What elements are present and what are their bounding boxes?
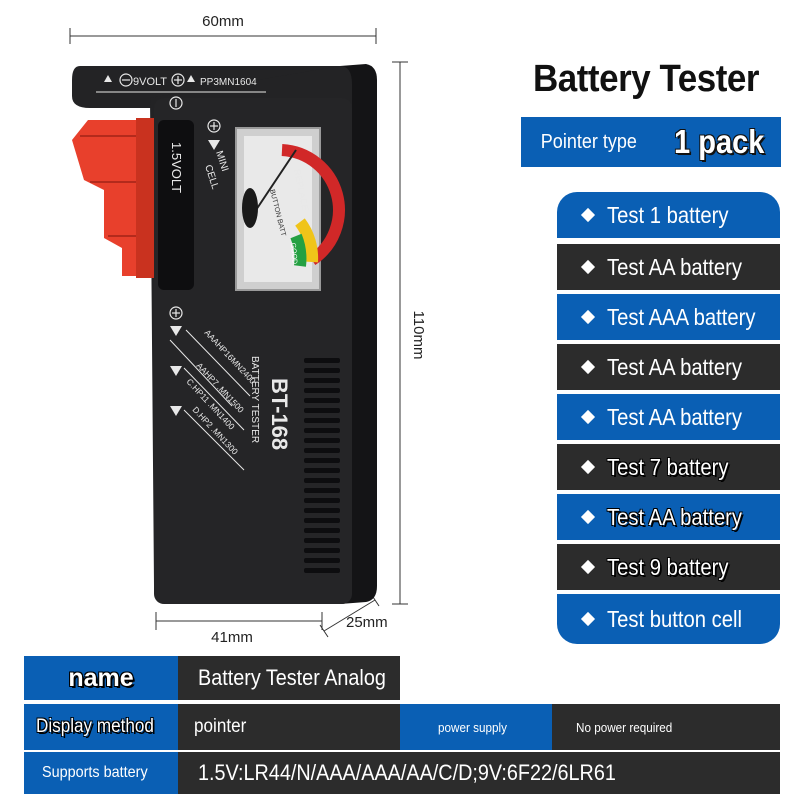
dimension-height: [392, 61, 408, 605]
diamond-bullet-icon: [580, 309, 596, 325]
diamond-bullet-icon: [580, 359, 596, 375]
spec-power-label-text: power supply: [437, 719, 507, 735]
cell-slot: [158, 120, 194, 290]
pointer-type-value: 1 pack: [674, 123, 765, 160]
label-1-5-volt: 1.5VOLT: [169, 142, 184, 193]
spec-supports-label: Supports battery: [24, 752, 178, 794]
diamond-bullet-icon: [580, 559, 596, 575]
dimension-front-label: 41mm: [211, 629, 253, 646]
battery-tester-drawing: 60mm 110mm 41mm 25mm 9VOLT PP3MN1604: [69, 13, 427, 646]
spec-name-label-text: name: [68, 663, 134, 692]
spec-power-label: power supply: [400, 704, 552, 750]
model-subtitle: BATTERY TESTER: [249, 356, 260, 443]
feature-label: Test button cell: [607, 605, 743, 632]
feature-item: Test AA battery: [557, 494, 780, 540]
spec-power-value-text: No power required: [576, 719, 673, 735]
feature-item: Test AA battery: [557, 394, 780, 440]
feature-item: Test 1 battery: [557, 192, 780, 238]
feature-item: Test 7 battery: [557, 444, 780, 490]
feature-label: Test 1 battery: [607, 201, 729, 228]
feature-label: Test 7 battery: [607, 453, 729, 480]
feature-item: Test AA battery: [557, 244, 780, 290]
spec-name-label: name: [24, 656, 178, 700]
pointer-type-bar: Pointer type 1 pack: [521, 117, 781, 167]
feature-item: Test button cell: [557, 594, 780, 644]
dimension-depth-label: 25mm: [346, 614, 388, 631]
spec-power-value: No power required: [552, 704, 780, 750]
label-pp3: PP3MN1604: [200, 77, 257, 88]
feature-item: Test AA battery: [557, 344, 780, 390]
diamond-bullet-icon: [580, 207, 596, 223]
vent-grille: [304, 358, 340, 573]
diamond-bullet-icon: [580, 611, 596, 627]
spec-supports-label-text: Supports battery: [42, 764, 148, 781]
spec-name-value-text: Battery Tester Analog: [198, 665, 386, 690]
dimension-height-label: 110mm: [410, 311, 427, 360]
feature-label: Test 9 battery: [607, 553, 729, 580]
spec-display-value: pointer: [178, 704, 400, 750]
spec-display-label: Display method: [24, 704, 178, 750]
feature-label: Test AA battery: [607, 503, 743, 530]
dimension-width-label: 60mm: [202, 13, 244, 30]
meter-window: REPLACE BUTTON BATT GOOD: [235, 127, 345, 291]
meter-good: GOOD: [289, 243, 298, 265]
spec-supports-value-text: 1.5V:LR44/N/AAA/AAA/AA/C/D;9V:6F22/6LR61: [198, 760, 616, 785]
dimension-width: [69, 28, 377, 44]
spec-display-value-text: pointer: [194, 716, 247, 737]
spec-supports-value: 1.5V:LR44/N/AAA/AAA/AA/C/D;9V:6F22/6LR61: [178, 752, 780, 794]
diamond-bullet-icon: [580, 409, 596, 425]
spec-display-label-text: Display method: [35, 716, 154, 737]
feature-label: Test AA battery: [607, 353, 743, 380]
feature-item: Test 9 battery: [557, 544, 780, 590]
feature-label: Test AA battery: [607, 253, 743, 280]
page-title: Battery Tester: [532, 58, 760, 100]
feature-item: Test AAA battery: [557, 294, 780, 340]
feature-label: Test AAA battery: [607, 303, 756, 330]
feature-label: Test AA battery: [607, 403, 743, 430]
model-name: BT-168: [267, 378, 292, 450]
diamond-bullet-icon: [580, 259, 596, 275]
spec-name-value: Battery Tester Analog: [178, 656, 400, 700]
diamond-bullet-icon: [580, 459, 596, 475]
dimension-front: [155, 612, 323, 630]
diamond-bullet-icon: [580, 509, 596, 525]
pointer-type-label: Pointer type: [540, 130, 637, 153]
label-9volt: 9VOLT: [133, 76, 167, 88]
